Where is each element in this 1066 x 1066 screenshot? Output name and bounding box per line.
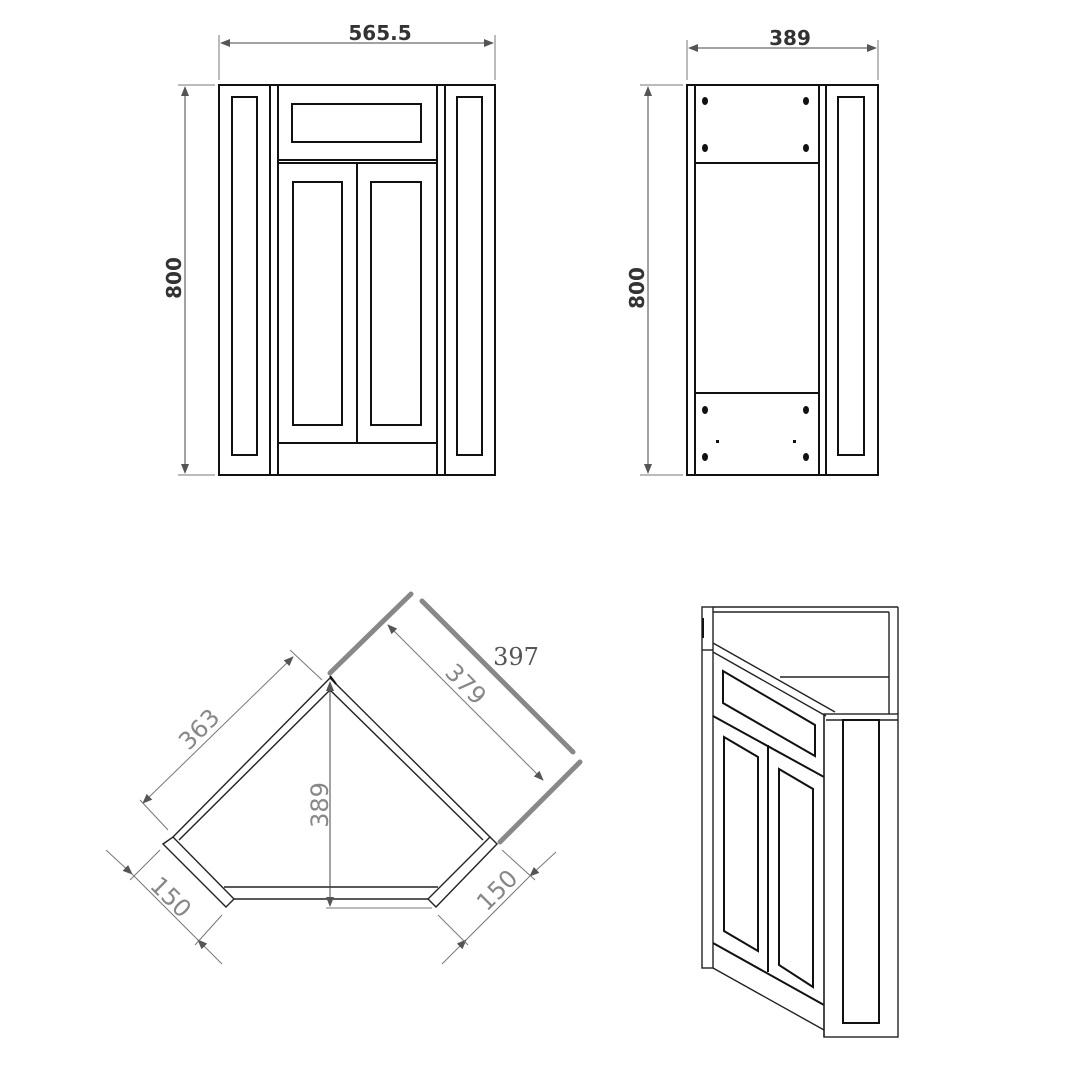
dim-363: 363	[139, 649, 323, 831]
plan-return-left-label: 150	[145, 871, 197, 923]
iso-left-door-panel	[723, 735, 759, 953]
iso-left-post	[701, 606, 714, 969]
mounting-holes	[702, 97, 809, 461]
front-height-label: 800	[162, 257, 186, 299]
right-door-panel	[370, 181, 422, 426]
iso-right-door-panel	[778, 767, 814, 989]
dim-389: 389	[306, 681, 432, 909]
height-dimension: 800	[162, 84, 215, 476]
dim-150-right: 150	[437, 849, 557, 965]
plan-diagonal-outer-label: 397	[493, 643, 539, 671]
plan-depth-label: 389	[306, 782, 334, 828]
plan-side-label: 363	[173, 703, 225, 755]
side-view: 389 800	[625, 26, 879, 476]
left-door-panel	[292, 181, 343, 426]
depth-dimension: 389	[686, 26, 879, 80]
side-pilaster-panel	[837, 96, 865, 456]
side-height-label: 800	[625, 267, 649, 309]
front-outline	[218, 84, 496, 476]
iso-right-pilaster	[823, 713, 899, 1038]
front-width-label: 565.5	[348, 21, 411, 45]
side-outline	[686, 84, 879, 476]
drawer-panel	[291, 103, 422, 143]
side-height-dimension: 800	[625, 84, 683, 476]
right-pilaster	[436, 85, 483, 475]
iso-pilaster-panel	[842, 719, 880, 1024]
dim-397: 397	[327, 591, 583, 845]
iso-drawer-panel	[722, 669, 816, 758]
left-pilaster	[231, 85, 279, 475]
plan-return-right-label: 150	[471, 864, 523, 916]
front-view: 565.5 800	[162, 21, 496, 476]
isometric-view	[701, 606, 899, 1038]
side-depth-label: 389	[769, 26, 811, 50]
width-dimension: 565.5	[218, 21, 496, 80]
dim-150-left: 150	[105, 849, 223, 965]
plan-view: 363 379 397 389 150	[105, 591, 583, 965]
